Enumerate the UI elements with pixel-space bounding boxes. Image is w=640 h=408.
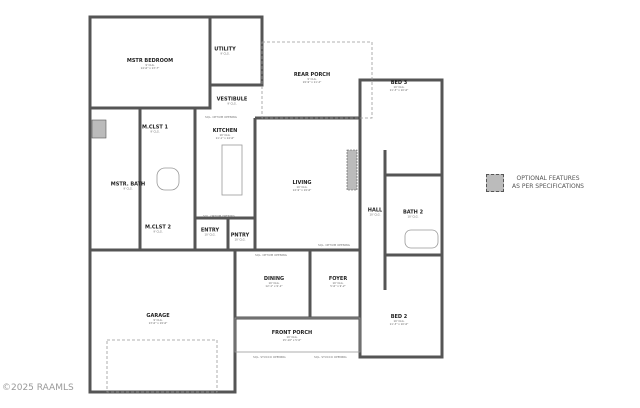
room-name: PNTRY [230, 232, 250, 239]
room-dims: 14'-6" x 13'-7" [140, 67, 160, 70]
room-name: M.CLST 2 [145, 224, 171, 231]
legend-text: OPTIONAL FEATURES AS PER SPECIFICATIONS [512, 175, 584, 191]
room-ceiling: 10' CLG. [286, 336, 298, 339]
opening-label: SQL. OPTIUM OPENING [203, 214, 235, 218]
opening-label: SQL. OPTIUM OPENING [318, 243, 350, 247]
room-name: GARAGE [146, 313, 170, 319]
room-ceiling: 10' CLG. [204, 233, 216, 237]
rear-porch-outline [261, 41, 373, 119]
kitchen-walls [138, 108, 255, 250]
room-name: KITCHEN [212, 128, 238, 134]
room-ceiling: 10' CLG. [268, 282, 280, 285]
room-dims: 13'-6" x 19'-6" [148, 322, 168, 325]
room-dims: 14'-9" x 19'-6" [292, 189, 312, 192]
opening-label: SQL. STUCCO OPENING [314, 355, 347, 359]
room-ceiling: 9' CLG. [150, 130, 160, 134]
room-ceiling: 10' CLG. [332, 282, 344, 285]
room-ceiling: 10' CLG. [234, 238, 246, 242]
kitchen-island [221, 144, 243, 196]
room-name: ENTRY [200, 227, 220, 234]
room-ceiling: 10' CLG. [407, 215, 419, 219]
watermark: ©2025 RAAMLS [2, 383, 74, 393]
optional-feature-shower [91, 119, 107, 139]
room-ceiling: 9' CLG. [227, 102, 237, 106]
optional-feature-fireplace [346, 149, 358, 191]
garage-door [106, 339, 218, 393]
room-name: BED 2 [390, 314, 408, 320]
room-name: FOYER [328, 276, 348, 282]
legend-line-1: OPTIONAL FEATURES [516, 175, 580, 182]
room-dims: 19'-9" x 11'-2" [302, 81, 322, 84]
room-dims: 11'-1" x 14'-6" [215, 137, 235, 140]
hall-walls [383, 150, 442, 290]
room-ceiling: 9' CLG. [220, 52, 230, 56]
room-name: REAR PORCH [293, 72, 331, 78]
opening-label: SQL. OPTIUM OPENING [255, 253, 287, 257]
room-name: BATH 2 [402, 209, 424, 216]
room-dims: 11'-3" x 10'-6" [389, 89, 409, 92]
room-ceiling: 9' CLG. [145, 64, 155, 67]
legend: OPTIONAL FEATURES AS PER SPECIFICATIONS [486, 174, 584, 192]
bath2-tub-icon [404, 229, 439, 249]
room-ceiling: 9' CLG. [153, 319, 163, 322]
room-name: UTILITY [214, 46, 236, 53]
room-name: LIVING [292, 180, 312, 186]
room-name: M.CLST 1 [142, 124, 168, 131]
room-ceiling: 10' CLG. [369, 213, 381, 217]
room-name: MSTR. BATH [110, 181, 146, 188]
room-ceiling: 9' CLG. [123, 187, 133, 191]
front-porch-outline [234, 317, 361, 353]
right-wing-walls [358, 78, 444, 359]
room-ceiling: 9' CLG. [307, 78, 317, 81]
room-dims: 12'-1" x 9'-2" [265, 285, 283, 288]
opening-label: SQL. OPTIUM OPENING [205, 115, 237, 119]
room-name: DINING [263, 276, 285, 282]
room-name: HALL [367, 207, 383, 214]
room-ceiling: 10' CLG. [393, 86, 405, 89]
tub-icon [156, 167, 180, 191]
room-ceiling: 10' CLG. [219, 134, 231, 137]
optional-feature-swatch [486, 174, 504, 192]
room-name: MSTR BEDROOM [126, 58, 174, 64]
room-dims: 15'-10" x 5'-0" [282, 339, 302, 342]
room-ceiling: 10' CLG. [296, 186, 308, 189]
room-dims: 5'-6" x 9'-2" [330, 285, 346, 288]
opening-label: SQL. STUCCO OPENING [253, 355, 286, 359]
room-dims: 11'-3" x 10'-6" [389, 323, 409, 326]
room-ceiling: 9' CLG. [153, 230, 163, 234]
room-ceiling: 10' CLG. [393, 320, 405, 323]
room-name: FRONT PORCH [271, 330, 313, 336]
room-name: VESTIBULE [216, 96, 248, 103]
legend-line-2: AS PER SPECIFICATIONS [512, 183, 584, 190]
room-name: BED 3 [390, 80, 408, 86]
